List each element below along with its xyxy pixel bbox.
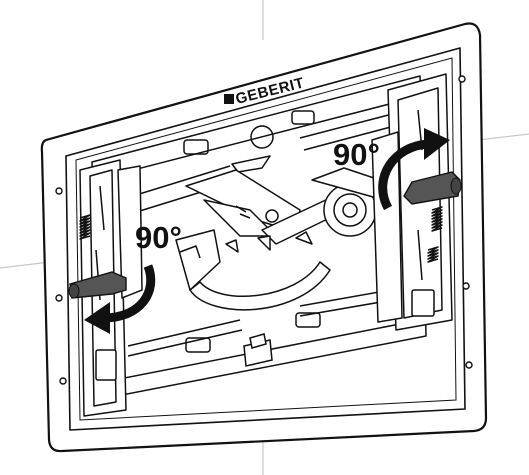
bottom-latch: [243, 333, 273, 367]
brand-logo-square: [224, 94, 234, 104]
lever-handle-icon[interactable]: [403, 171, 462, 205]
mounting-hole: [59, 377, 67, 385]
mounting-hole: [458, 75, 466, 83]
mounting-hole: [462, 282, 470, 290]
mounting-holes: [55, 75, 473, 385]
mounting-hole: [55, 294, 63, 302]
clip: [185, 337, 211, 353]
rotation-label-right: 90°: [333, 137, 380, 172]
rotate-arrow-icon: [378, 128, 450, 211]
clip: [295, 312, 321, 328]
mounting-hole: [465, 361, 473, 369]
actuator-mechanism: [175, 167, 393, 311]
rotation-label-left: 90°: [135, 220, 182, 255]
rotate-arrow-icon: [84, 264, 156, 334]
clip: [291, 110, 315, 125]
lever-handle-icon[interactable]: [68, 271, 127, 299]
clip: [183, 139, 209, 155]
mounting-hole: [55, 187, 63, 195]
